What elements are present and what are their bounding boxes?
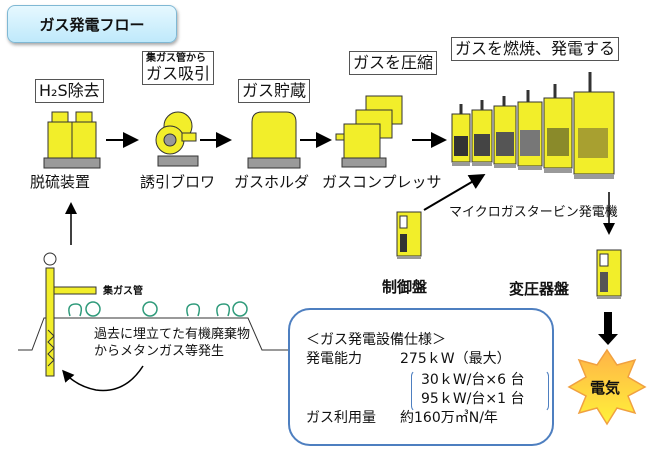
electricity-label: 電気	[590, 379, 621, 397]
blower-icon	[155, 111, 199, 167]
transformer-panel-icon	[596, 249, 622, 299]
vegetation-icon	[68, 301, 248, 317]
caption-desulfurizer: 脱硫装置	[30, 173, 91, 191]
gas-well-icon	[43, 252, 97, 377]
step-label-h2s-removal: H₂S除去	[35, 79, 104, 103]
step-label-combust: ガスを燃焼、発電する	[451, 37, 620, 61]
gas-holder-icon	[247, 111, 301, 169]
control-arrow	[423, 173, 486, 211]
caption-blower: 誘引ブロワ	[140, 173, 216, 191]
spec-capacity-value: 275ｋW（最大）	[400, 351, 511, 367]
step-label-gas-storage: ガス貯蔵	[238, 79, 311, 103]
power-output-arrow	[598, 312, 618, 345]
caption-microturbine: マイクロガスタービン発電機	[449, 205, 618, 220]
landfill-description-line1: 過去に埋立てた有機廃棄物	[94, 327, 251, 342]
caption-control-panel: 制御盤	[382, 278, 428, 296]
spec-capacity-label: 発電能力	[306, 351, 362, 367]
diagram-title: ガス発電フロー	[7, 5, 177, 43]
gas-pipe-label: 集ガス管	[103, 286, 143, 297]
spec-heading: ＜ガス発電設備仕様＞	[306, 332, 446, 348]
methane-flow-arrow	[62, 365, 144, 392]
spec-panel	[288, 308, 554, 446]
step-sublabel: 集ガス管から	[146, 53, 206, 64]
microturbine-icon	[451, 72, 615, 179]
step-label: ガス吸引	[146, 64, 211, 83]
spec-unit-line2: 95ｋW/台×1 台	[421, 391, 525, 407]
compressor-icon	[335, 95, 403, 168]
desulfurizer-icon	[43, 111, 101, 169]
landfill-description: 過去に埋立てた有機廃棄物 からメタンガス等発生	[94, 326, 250, 360]
caption-compressor: ガスコンプレッサ	[322, 173, 442, 191]
step-label-compress: ガスを圧縮	[349, 51, 438, 75]
spec-unit-line1: 30ｋW/台×6 台	[421, 372, 525, 388]
spec-unit-bracket	[411, 370, 549, 412]
spec-usage-value: 約160万㎥N/年	[400, 410, 498, 426]
step-label-gas-suction: 集ガス管から ガス吸引	[142, 51, 215, 85]
landfill-description-line2: からメタンガス等発生	[94, 344, 225, 359]
caption-gas-holder: ガスホルダ	[234, 173, 310, 191]
spec-usage-label: ガス利用量	[306, 410, 376, 426]
caption-transformer-panel: 変圧器盤	[509, 280, 570, 298]
electricity-star-icon	[567, 348, 647, 426]
control-panel-icon	[396, 211, 422, 259]
